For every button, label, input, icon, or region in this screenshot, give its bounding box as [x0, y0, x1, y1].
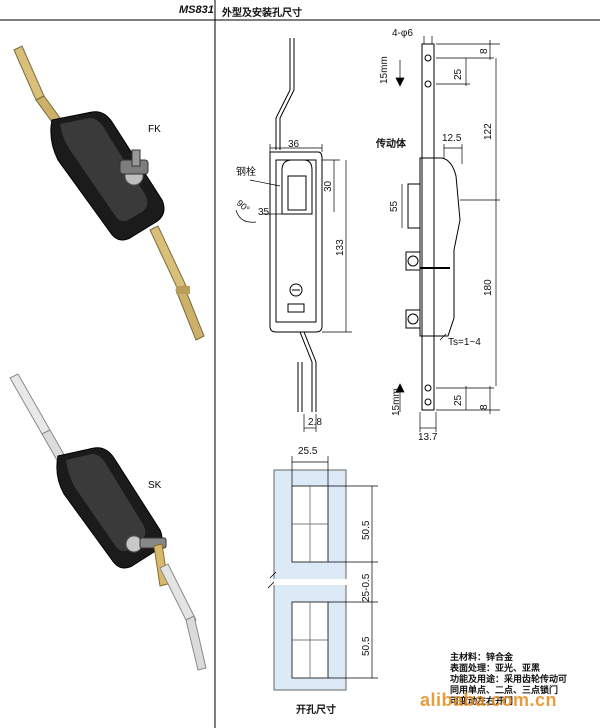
dim-width-top: 36 [288, 139, 300, 150]
cutout-slot-bottom: 50.5 [361, 636, 372, 656]
model-number: MS831 [179, 4, 214, 16]
photo-label-sk: SK [148, 480, 162, 491]
cutout-caption: 开孔尺寸 [296, 705, 336, 716]
cutout-drawing [267, 469, 352, 691]
dim-35: 35 [258, 207, 270, 218]
dim-25-top: 25 [453, 68, 464, 80]
spec-line: 同用单点、二点、三点锁门 [450, 685, 559, 695]
drive-body-label: 传动体 [376, 139, 406, 150]
dim-height-133: 133 [335, 239, 346, 256]
dim-55: 55 [389, 200, 400, 212]
lock-photo-fk [13, 45, 205, 341]
stroke-bottom: 15mm [391, 388, 402, 416]
spec-line: 功能及用途：采用齿轮传动可 [450, 674, 568, 684]
lock-photo-sk [9, 373, 207, 671]
dim-height-30: 30 [323, 180, 334, 192]
dim-12-5: 12.5 [442, 133, 462, 144]
cutout-width: 25.5 [298, 446, 318, 457]
dim-13-7: 13.7 [418, 432, 438, 443]
dim-25-bottom: 25 [453, 394, 464, 406]
side-view-drawing [405, 43, 461, 411]
dim-2-8: 2.8 [308, 417, 322, 428]
spec-line: 可变动左右开门 [450, 696, 514, 706]
bolt-label: 钢栓 [236, 167, 256, 178]
spec-line: 主材料：锌合金 [450, 652, 514, 662]
hole-spec: 4-φ6 [392, 28, 413, 39]
photo-label-fk: FK [148, 124, 161, 135]
dim-8-bottom: 8 [479, 404, 490, 410]
stroke-top: 15mm [379, 56, 390, 84]
dim-8-top: 8 [479, 48, 490, 54]
drawing-title: 外型及安装孔尺寸 [222, 8, 302, 19]
front-view-drawing [269, 38, 323, 412]
dim-180: 180 [483, 279, 494, 296]
spec-line: 表面处理：亚光、亚黑 [450, 663, 541, 673]
cutout-slot-top: 50.5 [361, 520, 372, 540]
dim-122: 122 [483, 123, 494, 140]
watermark: alibaba.com.cn [420, 690, 558, 710]
ts-label: Ts=1~4 [448, 337, 481, 348]
cutout-gap: 25-0.5 [361, 573, 372, 602]
spec-notes: 主材料：锌合金 表面处理：亚光、亚黑 功能及用途：采用齿轮传动可 同用单点、二点… [450, 652, 567, 707]
